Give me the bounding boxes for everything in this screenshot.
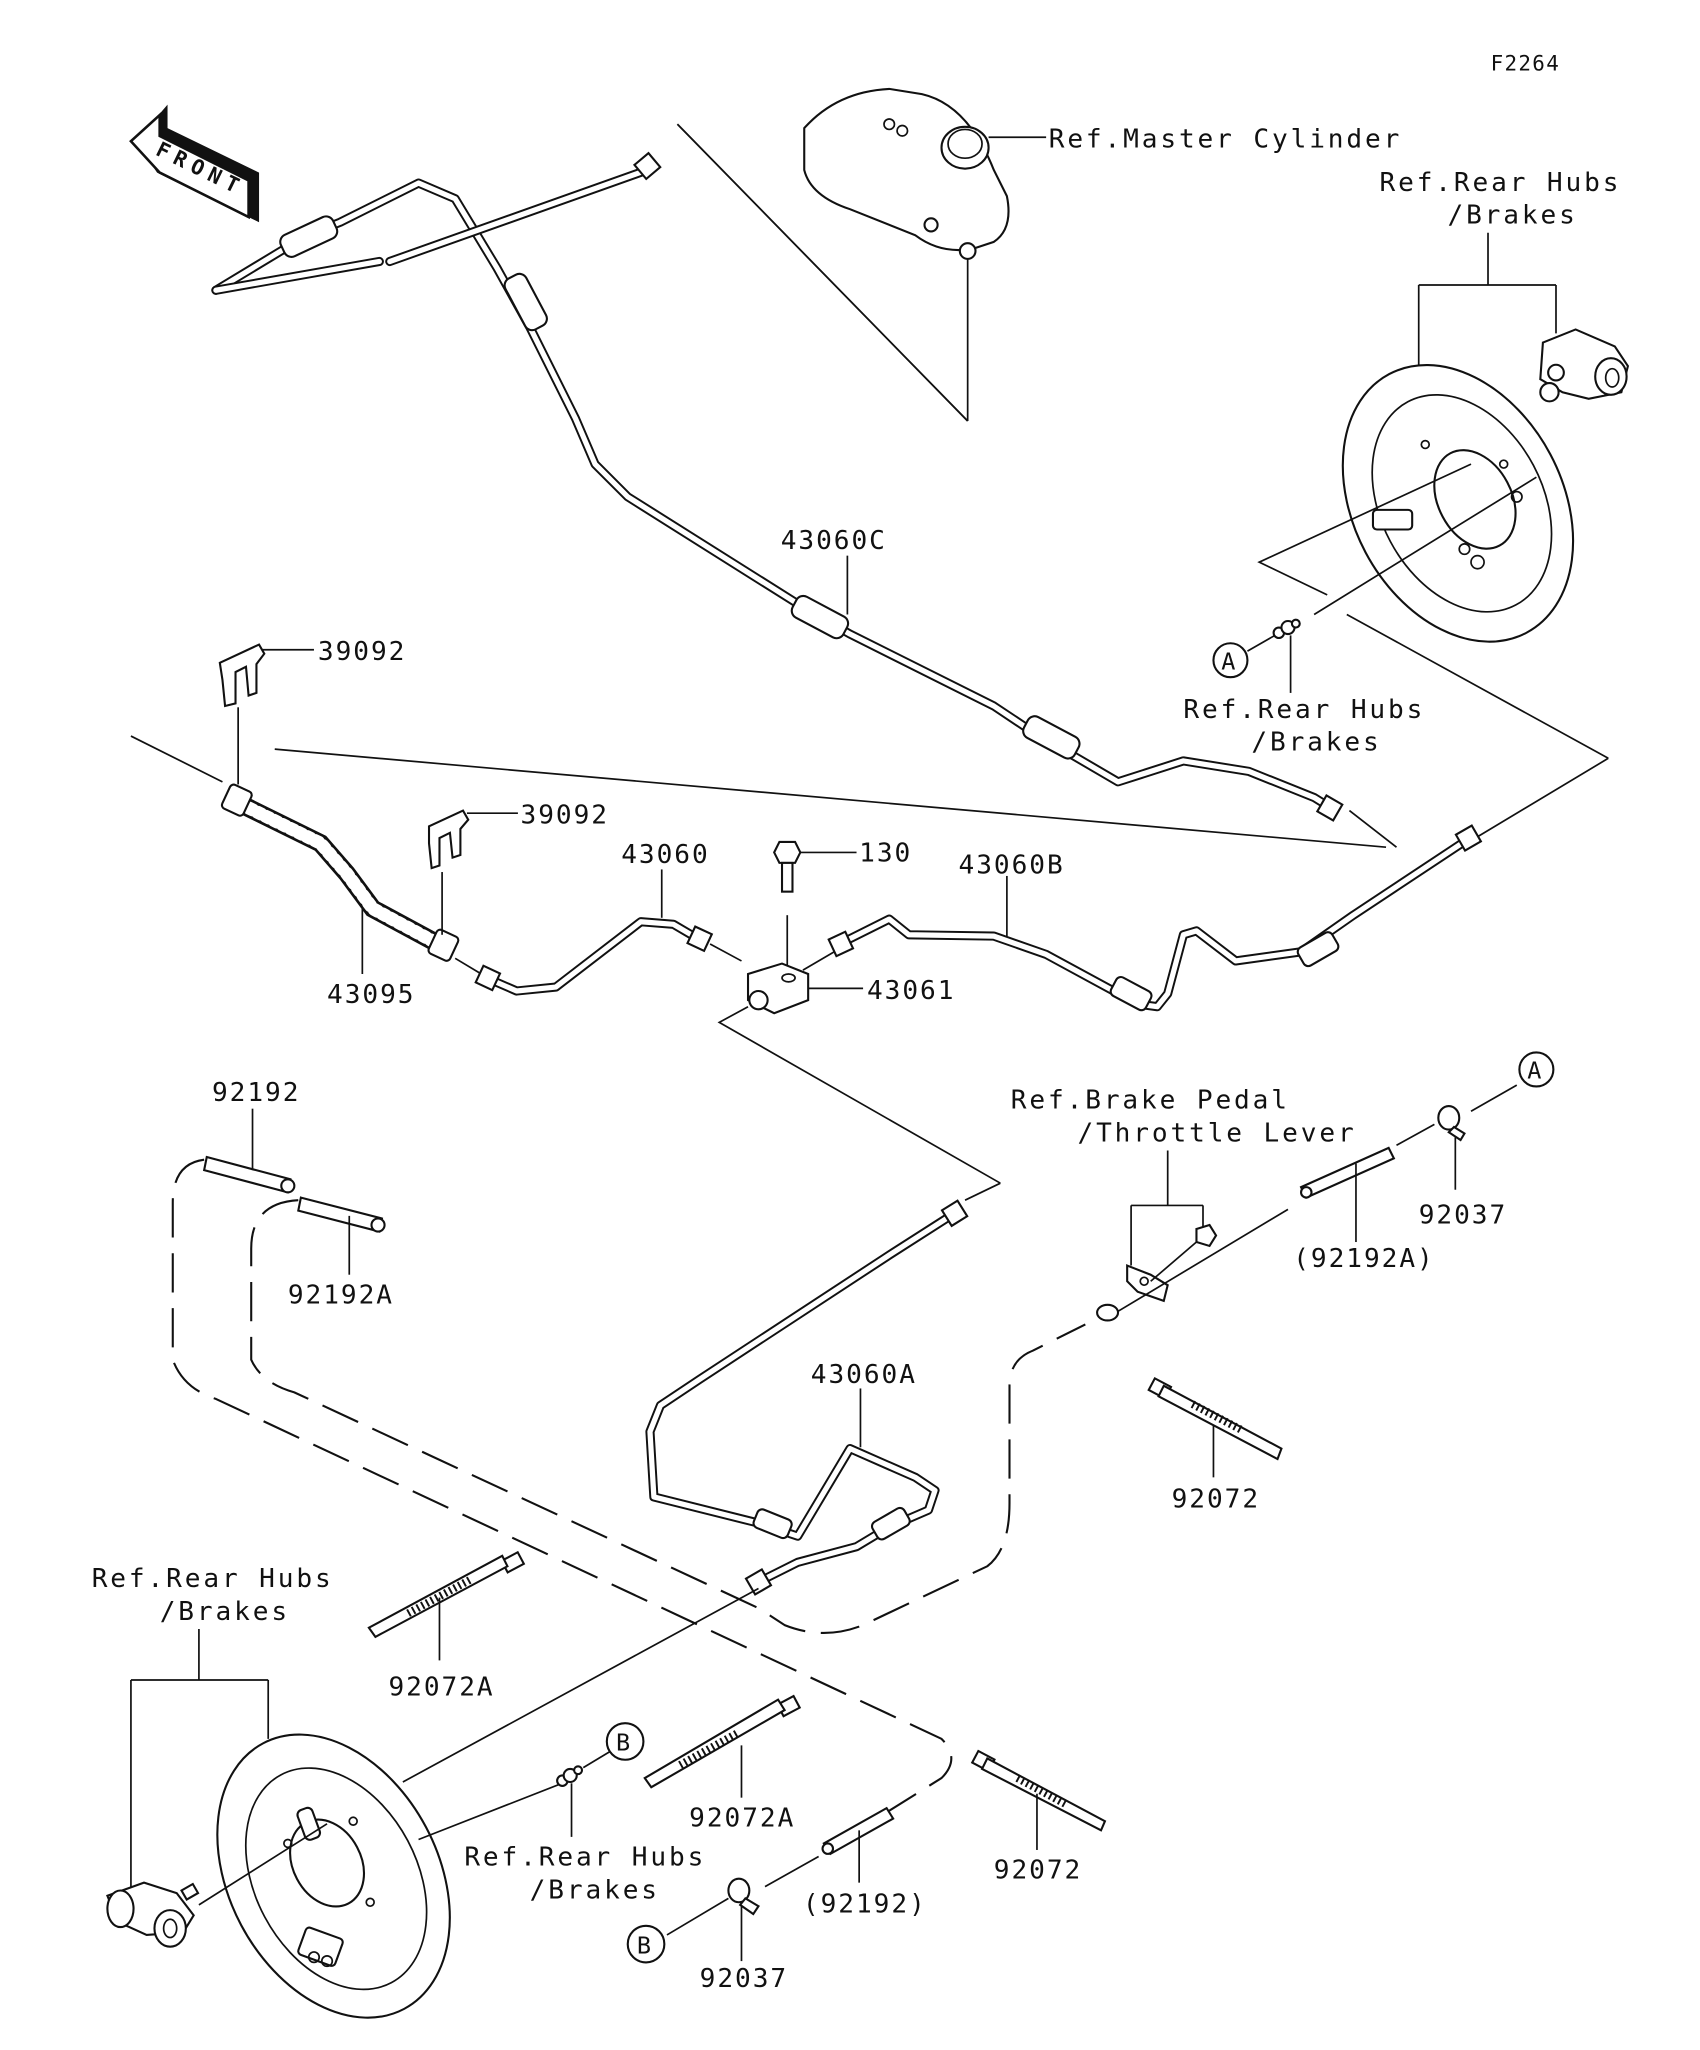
ref-rear-hubs-top-line2[interactable]: /Brakes xyxy=(1447,201,1577,231)
ref-rear-hubs-b-line2[interactable]: /Brakes xyxy=(530,1875,660,1905)
assembly-line xyxy=(454,957,482,975)
brake-pipe-43060c xyxy=(211,151,1344,822)
ref-rear-hubs-a-line1[interactable]: Ref.Rear Hubs xyxy=(1183,695,1425,725)
bracket-leader xyxy=(130,1629,270,1890)
brake-backing-plate-icon xyxy=(1341,364,1575,643)
brake-pipe-43060b xyxy=(827,824,1483,1012)
hose-92192-icon xyxy=(202,1155,296,1194)
part-92192a[interactable]: 92192A xyxy=(288,1280,394,1310)
wheel-cylinder-lower-icon xyxy=(106,1881,200,1948)
ref-master-cylinder[interactable]: Ref.Master Cylinder xyxy=(1049,125,1403,155)
part-43061[interactable]: 43061 xyxy=(867,976,955,1006)
connector-a-top xyxy=(1212,642,1249,679)
assembly-lines xyxy=(198,1587,759,1906)
connector-a-right-label: A xyxy=(1527,1057,1541,1085)
assembly-line xyxy=(1396,1123,1435,1147)
part-39092-2[interactable]: 39092 xyxy=(521,801,609,831)
connector-a-right xyxy=(1518,1051,1555,1088)
leader-line xyxy=(676,123,969,422)
part-39092-1[interactable]: 39092 xyxy=(318,637,406,667)
ref-rear-hubs-b-line1[interactable]: Ref.Rear Hubs xyxy=(464,1843,706,1873)
part-92192[interactable]: 92192 xyxy=(212,1078,300,1108)
bracket-leader xyxy=(1130,1150,1204,1266)
connector-b-bottom xyxy=(626,1924,666,1964)
ref-rear-hubs-top-line1[interactable]: Ref.Rear Hubs xyxy=(1379,168,1621,198)
brake-backing-plate-lower-icon xyxy=(216,1733,451,2019)
connector-a-top-label: A xyxy=(1221,647,1235,675)
clip-39092-icon xyxy=(218,643,266,708)
assembly-line xyxy=(582,1751,610,1769)
bleeder-fitting-icon xyxy=(1272,618,1301,640)
assembly-line xyxy=(1470,1084,1518,1113)
part-92072-right[interactable]: 92072 xyxy=(1172,1484,1260,1514)
ref-brake-pedal-line2[interactable]: /Throttle Lever xyxy=(1077,1118,1356,1148)
part-92072a-mid[interactable]: 92072A xyxy=(689,1803,795,1833)
part-92192a-paren[interactable]: (92192A) xyxy=(1293,1244,1435,1274)
assembly-line xyxy=(802,951,835,971)
bolt-130-icon xyxy=(773,840,802,893)
clamp-92037-bottom-icon xyxy=(727,1877,760,1916)
hose-92192a-icon xyxy=(297,1196,386,1233)
connector-b-top xyxy=(605,1722,645,1761)
part-43060b[interactable]: 43060B xyxy=(959,850,1065,880)
clip-39092-icon xyxy=(427,809,470,870)
wheel-cylinder-icon xyxy=(1539,328,1630,403)
connector-b-bottom-label: B xyxy=(637,1931,651,1959)
assembly-line xyxy=(666,1897,729,1936)
joint-43061-icon xyxy=(746,962,810,1015)
hose-92192-bottom-icon xyxy=(821,1806,895,1856)
ref-brake-pedal-line1[interactable]: Ref.Brake Pedal xyxy=(1011,1086,1290,1116)
figure-code: F2264 xyxy=(1491,52,1560,76)
part-92072a-left[interactable]: 92072A xyxy=(388,1673,494,1703)
ref-rear-hubs-left-line1[interactable]: Ref.Rear Hubs xyxy=(92,1564,334,1594)
cable-tie-92072a-icon xyxy=(367,1550,526,1639)
assembly-line xyxy=(1117,1208,1289,1313)
cable-tie-92072-bottom-icon xyxy=(970,1749,1107,1832)
part-43060[interactable]: 43060 xyxy=(621,840,709,870)
master-cylinder-icon xyxy=(803,87,1010,260)
part-43060a[interactable]: 43060A xyxy=(811,1360,917,1390)
assembly-line xyxy=(717,1005,1001,1184)
assembly-lines xyxy=(130,735,1609,849)
brake-pipe-43060a xyxy=(645,1199,969,1596)
clamp-92037-icon xyxy=(1437,1105,1466,1142)
assembly-line xyxy=(764,1855,820,1888)
cable-tie-92072-icon xyxy=(1147,1376,1283,1461)
brake-hose-43095 xyxy=(220,783,460,962)
cable-tie-92072a-mid-icon xyxy=(643,1694,802,1789)
assembly-lines xyxy=(1257,463,1609,760)
connector-b-top-label: B xyxy=(616,1729,630,1757)
part-92037-top[interactable]: 92037 xyxy=(1419,1201,1507,1231)
assembly-line xyxy=(1150,1241,1198,1282)
assembly-line xyxy=(964,1182,1001,1201)
ref-rear-hubs-a-line2[interactable]: /Brakes xyxy=(1251,727,1381,757)
part-92192-paren[interactable]: (92192) xyxy=(803,1890,927,1920)
assembly-line xyxy=(709,943,742,962)
ref-rear-hubs-left-line2[interactable]: /Brakes xyxy=(160,1597,290,1627)
brake-pipe-43060 xyxy=(474,917,714,996)
bracket-icon xyxy=(1096,1223,1218,1322)
front-arrow-icon: FRONT xyxy=(129,104,260,223)
bleeder-fitting-lower-icon xyxy=(556,1765,584,1787)
part-130[interactable]: 130 xyxy=(859,839,912,869)
hose-92192a-right-icon xyxy=(1299,1146,1396,1199)
part-92072-bottom[interactable]: 92072 xyxy=(994,1856,1082,1886)
part-43060c[interactable]: 43060C xyxy=(781,526,887,556)
bracket-leader xyxy=(1417,232,1557,367)
leader-line xyxy=(1247,634,1276,652)
part-92037-bottom[interactable]: 92037 xyxy=(700,1964,788,1994)
part-43095[interactable]: 43095 xyxy=(327,980,415,1010)
